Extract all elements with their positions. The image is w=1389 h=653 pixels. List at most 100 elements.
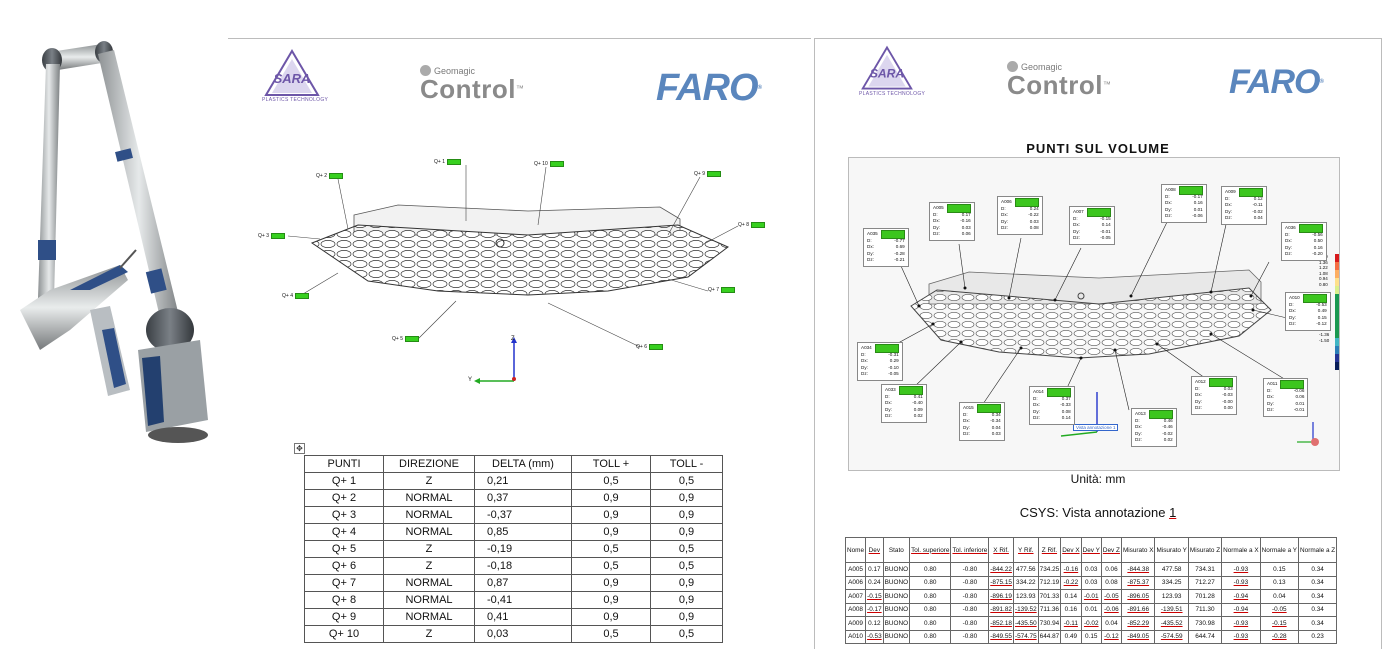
points-cell: -0,18 [474,557,572,575]
info-box-name: A010 [1289,295,1300,301]
measurement-cell: -0.17 [865,602,884,617]
info-box-row: D:0.12 [1225,196,1263,202]
info-box-row: Dz:-0.01 [1267,407,1304,413]
info-box-key: Dx: [867,244,874,250]
measurement-cell: 0.03 [1080,562,1102,577]
measurement-cell: -0.80 [950,562,990,577]
info-box-row: Dy:0.03 [1001,219,1039,225]
measurement-cell: 0.34 [1298,602,1338,617]
measurement-cell: -574.75 [1012,629,1039,644]
label-q9: Q+ 9 [694,171,721,177]
info-box-row: Dz:-0.21 [867,257,905,263]
info-box-value: -0.33 [1060,402,1071,408]
measurement-col-header: X Rif. [988,537,1014,563]
info-box-value: 0.41 [913,394,923,399]
info-box-row: Dz:-0.05 [1073,235,1111,241]
label-q2: Q+ 2 [316,173,343,179]
info-box-value: -0.16 [960,218,971,224]
info-box-value: -0.05 [888,371,899,377]
info-box-value: 0.16 [1193,200,1203,206]
info-box-key: D: [1225,196,1230,201]
points-cell: 0,5 [650,557,723,575]
points-cell: -0,41 [474,591,572,609]
info-box-value: -0.06 [1293,388,1305,393]
points-cell: 0,9 [650,523,723,541]
info-box-row: D: 0.41 [885,394,923,400]
points-cell: 0,9 [650,506,723,524]
measurement-cell: A008 [844,602,867,617]
measurement-cell: -0.93 [1221,616,1261,631]
svg-text:SARA: SARA [274,71,311,86]
info-box-row: Dy:0.01 [1267,401,1304,407]
info-box-name: A036 [1285,225,1296,231]
measurement-cell: -0.22 [1060,575,1082,590]
info-box-row: D:-0.06 [1267,388,1304,394]
measurement-col-header: Stato [882,537,911,563]
info-box-row: Dz:0.08 [1001,225,1039,231]
label-q3: Q+ 3 [258,233,285,239]
info-box-key: D: [885,394,890,399]
info-box-value: 0.24 [1029,206,1039,211]
measurement-cell: 0.12 [865,616,884,631]
info-box-key: Dz: [1267,407,1274,413]
measurement-cell: -0.02 [1080,616,1102,631]
info-box-value: -0.03 [1222,392,1233,398]
sara-subtitle: PLASTICS TECHNOLOGY [262,97,329,103]
info-box-key: D: [1195,386,1200,391]
sara-subtitle-right: PLASTICS TECHNOLOGY [859,91,926,97]
measurement-cell: -0.05 [1259,602,1300,617]
table-move-handle[interactable]: ✥ [294,443,305,454]
points-cell: Q+ 2 [304,489,384,507]
info-box-value: 0.02 [913,413,923,419]
info-box-row: D:-0.53 [1289,302,1327,308]
info-box-key: Dz: [963,431,970,437]
points-cell: 0,21 [474,472,572,490]
points-cell: Q+ 8 [304,591,384,609]
info-box-key: Dx: [861,358,868,364]
measurement-cell: 0.80 [909,575,952,590]
measurement-cell: -852.18 [988,616,1014,631]
info-box-row: Dx:-0.11 [1225,202,1263,208]
info-box-key: D: [861,352,866,357]
info-box-row: Dx:0.69 [867,244,905,250]
measurement-cell: 0.04 [1259,589,1300,604]
faro-arm-image [20,41,208,443]
measurement-col-header-text: Misurato X [1122,546,1154,554]
info-box-status-bar [1148,410,1173,419]
info-box-value: 0.09 [913,406,923,412]
info-box-row: Dx:0.49 [1289,308,1327,314]
label-q5-text: Q+ 5 [392,336,403,342]
points-cell: 0,5 [571,540,651,558]
measurement-col-header-text: Normale a X [1223,546,1259,554]
points-cell: Z [383,540,475,558]
geomagic-product: Control [420,74,516,104]
geomagic-logo-right: Geomagic Control™ [1007,61,1112,100]
label-q10-text: Q+ 10 [534,161,548,167]
axis-z-label: Z [511,336,515,342]
points-cell: 0,9 [571,489,651,507]
info-box-key: Dz: [1289,321,1296,327]
points-cell: 0,5 [571,557,651,575]
info-box-value: 0.14 [1101,222,1111,228]
info-box-value: -0.53 [1316,302,1327,307]
measurement-cell: A005 [844,562,867,577]
measurement-cell: -139.52 [1012,602,1039,617]
points-cell: 0,41 [474,608,572,626]
info-box-status-bar [1298,224,1323,233]
info-box-row: Dz:-0.05 [861,371,899,377]
measurement-cell: 712.19 [1037,575,1062,590]
info-box-value: 0.49 [1317,308,1327,314]
measurement-cell: -0.80 [950,575,990,590]
info-box-row: Dx:-0.03 [1195,392,1233,398]
csys-caption-text: CSYS: Vista annotazione [1019,505,1166,520]
info-box-row: Dx:0.06 [1267,394,1304,400]
measurement-col-header: Dev Y [1080,537,1102,563]
measurement-cell: -875.37 [1120,575,1156,590]
